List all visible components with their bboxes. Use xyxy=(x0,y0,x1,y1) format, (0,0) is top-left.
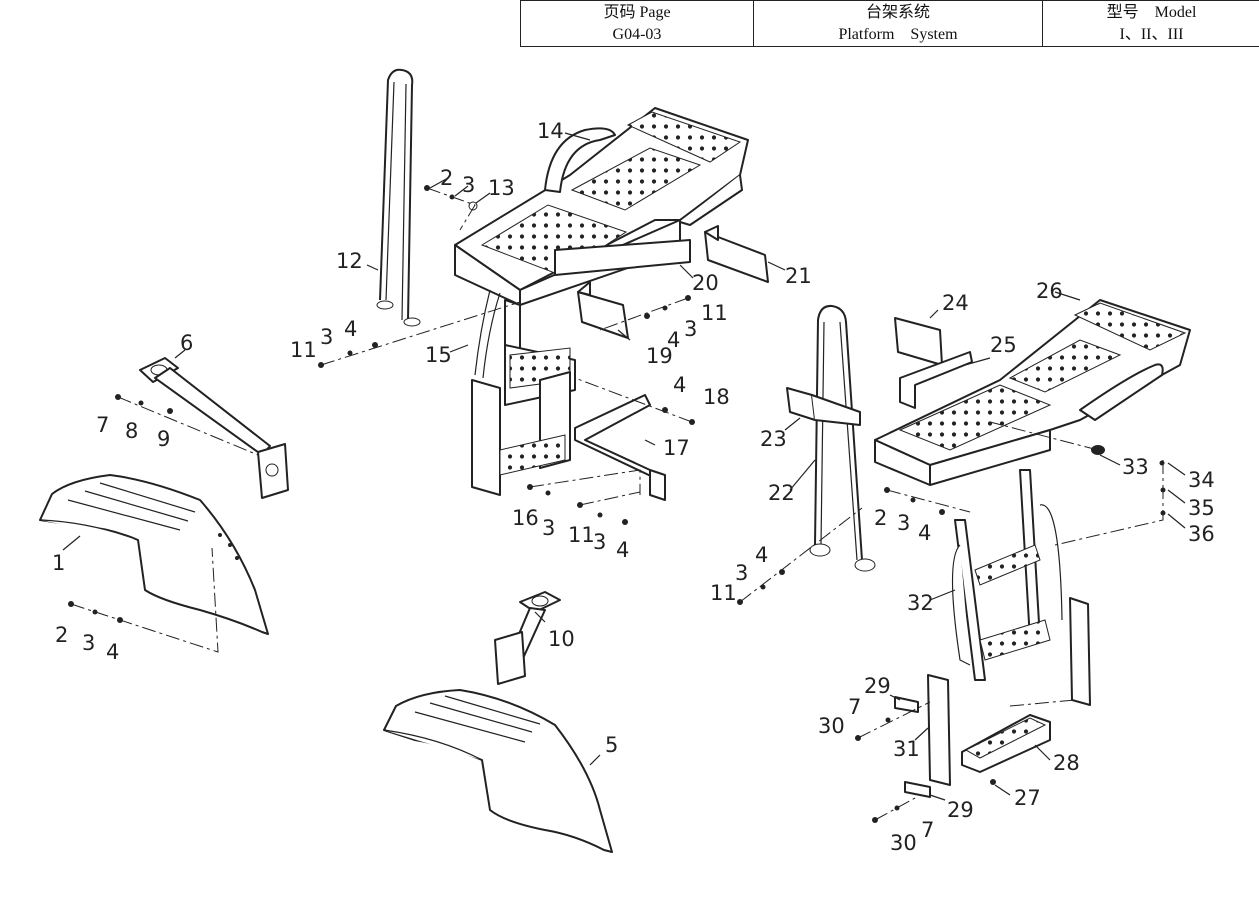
callout-3-22: 3 xyxy=(735,561,748,585)
callout-2: 2 xyxy=(55,623,68,647)
callout-29-upper: 29 xyxy=(864,674,891,698)
callout-22: 22 xyxy=(768,481,795,505)
page-number: G04-03 xyxy=(612,25,662,43)
callout-6: 6 xyxy=(180,331,193,355)
handrail-right xyxy=(809,304,876,572)
callout-17: 17 xyxy=(663,436,690,460)
system-cell: 台架系统 Platform System xyxy=(753,0,1043,47)
callout-29-lower: 29 xyxy=(947,798,974,822)
callout-7: 7 xyxy=(96,413,109,437)
callout-26: 26 xyxy=(1036,279,1063,303)
plate-29-upper xyxy=(894,696,919,713)
callout-11-right: 11 xyxy=(710,581,737,605)
callout-11-mid: 11 xyxy=(701,301,728,325)
callout-4: 4 xyxy=(106,640,119,664)
callout-14: 14 xyxy=(537,119,564,143)
fasteners xyxy=(68,185,1166,823)
left-fender xyxy=(39,474,269,635)
bracket-24 xyxy=(894,317,943,366)
callout-4-mid: 4 xyxy=(667,328,680,352)
fender-bracket-right xyxy=(494,591,561,685)
model-value: I、II、III xyxy=(1119,25,1184,43)
right-ladder xyxy=(951,469,1063,681)
system-label: 台架系统 xyxy=(865,3,930,21)
callout-8: 8 xyxy=(125,419,138,443)
callout-7-lower: 7 xyxy=(921,818,934,842)
right-fender xyxy=(383,689,613,853)
callout-13: 13 xyxy=(488,176,515,200)
callout-11-bottom: 11 xyxy=(568,523,595,547)
callout-34: 34 xyxy=(1188,468,1215,492)
callout-1: 1 xyxy=(52,551,65,575)
callout-28: 28 xyxy=(1053,751,1080,775)
callout-4-18: 4 xyxy=(673,373,686,397)
callout-15: 15 xyxy=(425,343,452,367)
callout-3-left: 3 xyxy=(320,325,333,349)
bracket-19 xyxy=(577,281,629,339)
fender-bracket-left xyxy=(139,357,289,499)
callout-3-bottom: 3 xyxy=(593,530,606,554)
handrail-left xyxy=(376,68,421,327)
page-cell: 页码 Page G04-03 xyxy=(520,0,754,47)
callout-35: 35 xyxy=(1188,496,1215,520)
callout-16: 16 xyxy=(512,506,539,530)
callout-19: 19 xyxy=(646,344,673,368)
callout-3: 3 xyxy=(82,631,95,655)
system-name: Platform System xyxy=(838,25,958,43)
callout-23: 23 xyxy=(760,427,787,451)
callout-24: 24 xyxy=(942,291,969,315)
callout-18: 18 xyxy=(703,385,730,409)
step-bracket-31 xyxy=(927,674,951,786)
callout-12: 12 xyxy=(336,249,363,273)
callout-4-22: 4 xyxy=(755,543,768,567)
side-panel xyxy=(1069,597,1091,706)
callout-5: 5 xyxy=(605,733,618,757)
callout-3-top: 3 xyxy=(462,173,475,197)
callout-4-right: 4 xyxy=(918,521,931,545)
callout-36: 36 xyxy=(1188,522,1215,546)
callout-2-right: 2 xyxy=(874,506,887,530)
bracket-21 xyxy=(704,225,769,283)
bracket-23 xyxy=(786,387,861,426)
callout-30-upper: 30 xyxy=(818,714,845,738)
right-platform xyxy=(874,299,1191,486)
model-label: 型号 Model xyxy=(1106,3,1197,21)
callout-20: 20 xyxy=(692,271,719,295)
page-label: 页码 Page xyxy=(603,3,671,21)
callout-21: 21 xyxy=(785,264,812,288)
model-cell: 型号 Model I、II、III xyxy=(1042,0,1259,47)
callout-7-upper: 7 xyxy=(848,695,861,719)
left-platform xyxy=(454,107,749,306)
step-28 xyxy=(961,714,1051,773)
callout-11-left: 11 xyxy=(290,338,317,362)
bracket-17 xyxy=(574,394,666,501)
callout-9: 9 xyxy=(157,427,170,451)
callout-31: 31 xyxy=(893,737,920,761)
callout-30-lower: 30 xyxy=(890,831,917,855)
assembly-lines xyxy=(70,187,1164,821)
callout-33: 33 xyxy=(1122,455,1149,479)
callout-2-top: 2 xyxy=(440,166,453,190)
leader-lines xyxy=(62,132,1186,801)
bracket-25 xyxy=(899,351,973,409)
callout-10: 10 xyxy=(548,627,575,651)
callout-32: 32 xyxy=(907,591,934,615)
callout-27: 27 xyxy=(1014,786,1041,810)
callout-3-mid: 3 xyxy=(684,317,697,341)
callout-labels: 1 2 3 4 5 6 7 8 9 10 11 12 13 14 15 16 1… xyxy=(52,119,1215,855)
callout-4-bottom: 4 xyxy=(616,538,629,562)
callout-25: 25 xyxy=(990,333,1017,357)
left-ladder-frame xyxy=(471,289,576,496)
callout-3-16: 3 xyxy=(542,516,555,540)
plate-29-lower xyxy=(904,781,931,798)
callout-4-left: 4 xyxy=(344,317,357,341)
callout-3-right: 3 xyxy=(897,511,910,535)
title-block: 页码 Page G04-03 台架系统 Platform System 型号 M… xyxy=(520,0,1259,47)
